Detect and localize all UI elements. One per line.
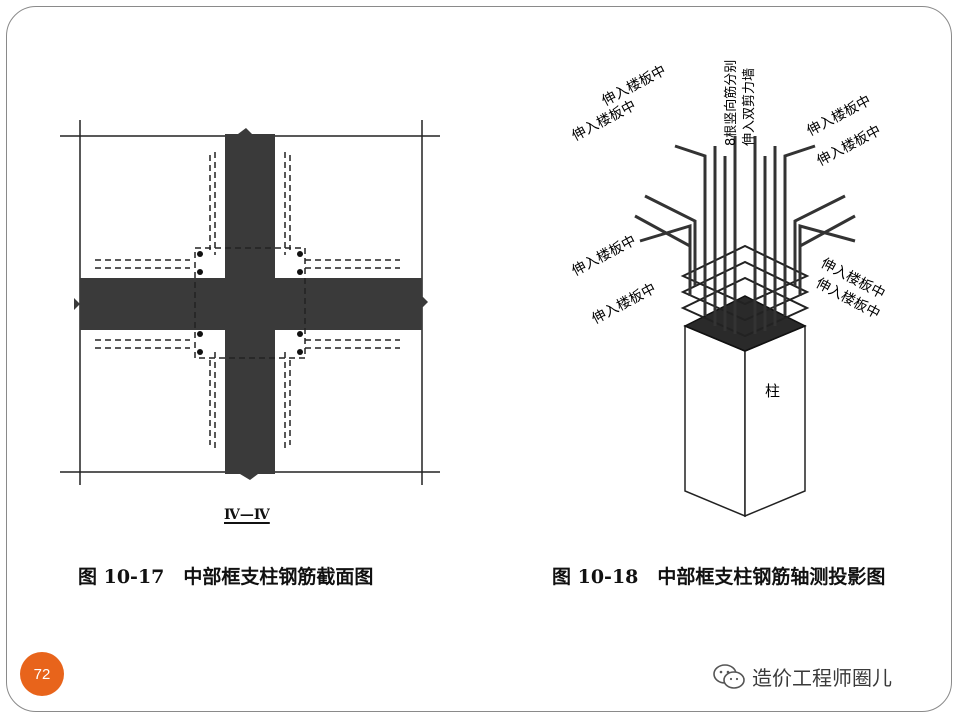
watermark-text: 造价工程师圈儿 (752, 666, 892, 690)
watermark: 造价工程师圈儿 (712, 662, 892, 691)
section-label: Ⅳ—Ⅳ (224, 507, 270, 523)
label-slab-1: 伸入楼板中 (599, 63, 668, 110)
column-front-right (744, 324, 806, 518)
figure-caption-right: 图 10-18 中部框支柱钢筋轴测投影图 (552, 566, 886, 588)
page-number: 72 (33, 665, 51, 683)
label-vertical-bars: 8根竖向筋分别 (723, 60, 739, 146)
label-slab-4: 伸入楼板中 (589, 281, 658, 328)
column-front-left (684, 324, 746, 518)
figure-caption-left: 图 10-17 中部框支柱钢筋截面图 (78, 566, 374, 588)
label-column: 柱 (765, 382, 780, 400)
wechat-icon (713, 663, 745, 689)
axonometric-diagram: 伸入楼板中 伸入楼板中 伸入楼板中 伸入楼板中 伸入楼板中 伸入楼板中 伸入楼板… (569, 60, 887, 518)
section-diagram (60, 120, 440, 485)
page-number-badge: 72 (20, 652, 64, 696)
label-slab-3: 伸入楼板中 (569, 233, 638, 280)
label-shear-wall: 伸入双剪力墙 (741, 68, 757, 146)
horizontal-wall (80, 278, 422, 330)
